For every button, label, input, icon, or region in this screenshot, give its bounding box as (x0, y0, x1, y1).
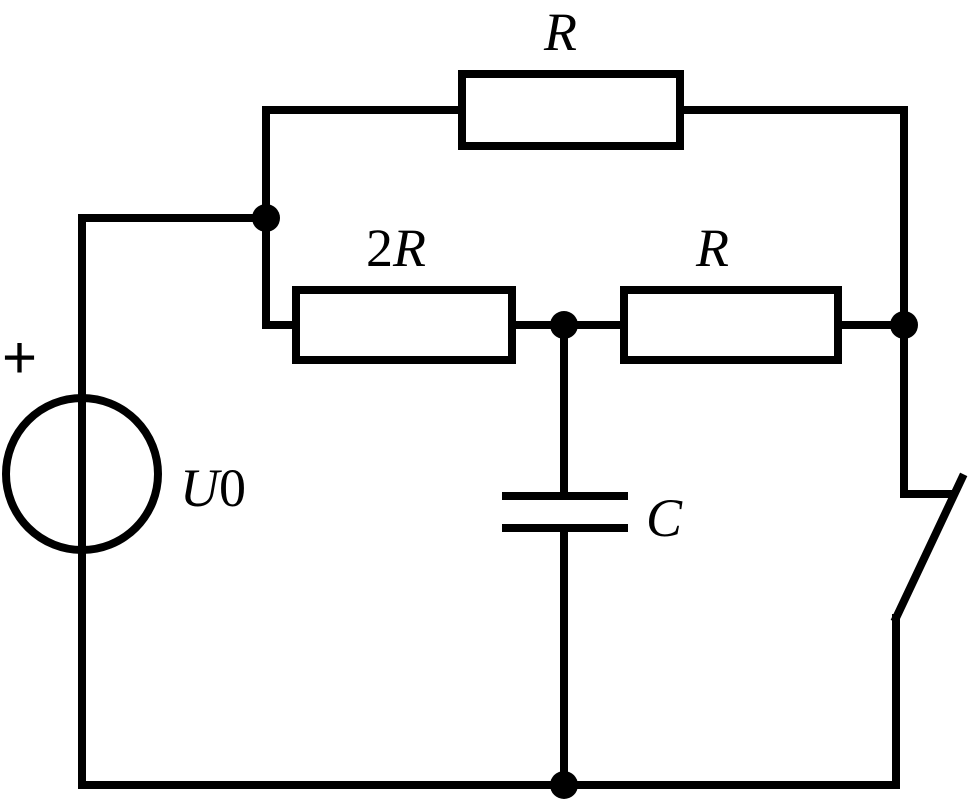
wire-source-top (78, 214, 270, 404)
wire-switch-bottom (560, 614, 900, 789)
label-left-resistor: 2R (366, 218, 426, 278)
capacitor (502, 492, 628, 532)
wires (78, 106, 968, 789)
junction-right (890, 311, 918, 339)
wire-bottom-return (78, 548, 568, 789)
label-source-polarity: + (2, 324, 37, 391)
junction-bottom (550, 771, 578, 799)
switch-blade (890, 472, 968, 624)
label-capacitor: C (646, 488, 683, 548)
wire-top-branch-left (262, 106, 466, 222)
resistor-right (620, 286, 842, 364)
resistor-2r (292, 286, 516, 364)
resistor-top (458, 70, 684, 150)
wire-top-branch-right (676, 106, 908, 326)
wire-middle-left (262, 214, 300, 329)
label-source: U0 (180, 458, 246, 518)
label-top-resistor: R (543, 2, 577, 62)
junction-middle (550, 311, 578, 339)
label-right-resistor: R (695, 218, 729, 278)
wire-right-to-switch (900, 321, 954, 498)
junction-left (252, 204, 280, 232)
